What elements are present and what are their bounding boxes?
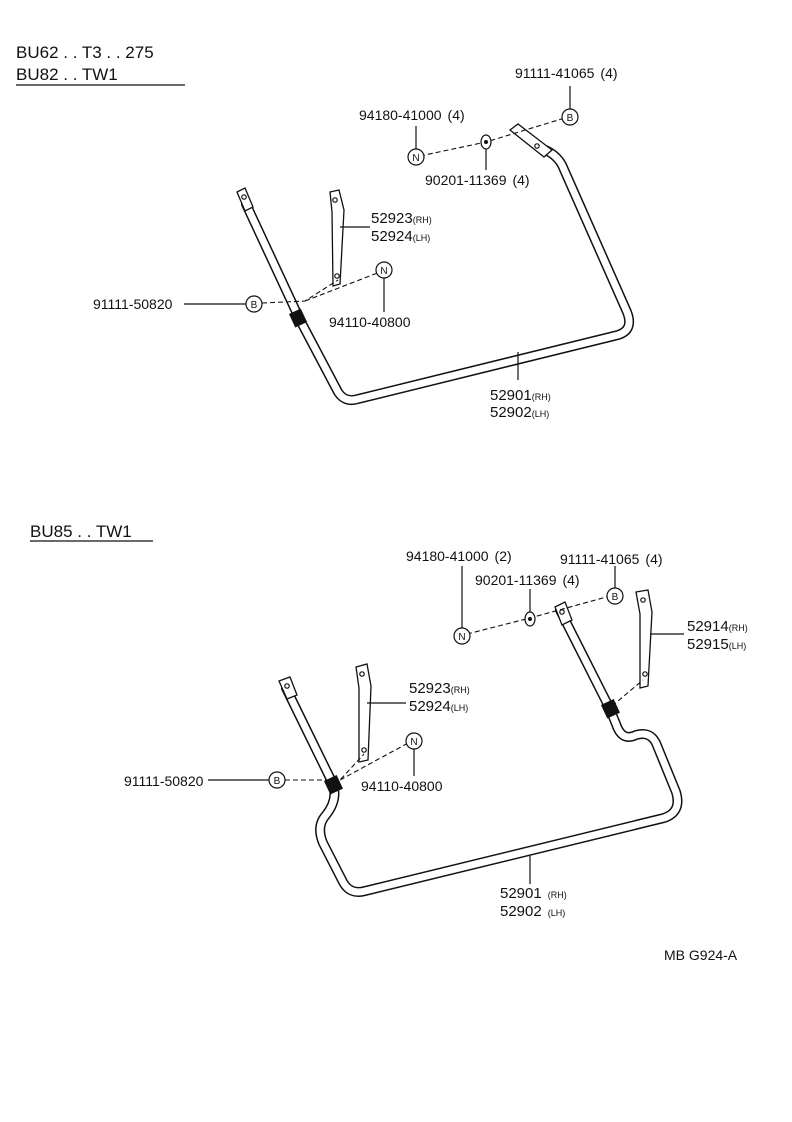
section-2-bracket-left [355,663,372,763]
section-2-side-bar [278,601,683,897]
svg-text:N: N [412,153,419,164]
svg-text:B: B [612,592,619,603]
section-1-label-bracket-rh: 52923(RH) [371,210,432,227]
section-2-nut-side-symbol: N [405,732,423,750]
section-2-label-nut-top: 94180-41000(2) [406,548,512,564]
svg-text:B: B [567,113,574,124]
section-1-washer [480,134,492,150]
svg-text:B: B [251,300,258,311]
section-2-label-nut-side: 94110-40800 [361,778,443,794]
section-1-side-bar [236,123,635,406]
section-2-label-bar-rh: 52901(RH) [500,885,567,902]
svg-text:B: B [274,776,281,787]
section-2: BU85 . . TW1 [30,522,748,920]
section-2-fastener-paths [285,595,644,781]
section-1-bolt-side-symbol: B [245,295,263,313]
section-1-bolt-top-symbol: B [561,108,579,126]
section-1-label-nut-side: 94110-40800 [329,314,411,330]
section-1-nut-top-symbol: N [407,148,425,166]
section-2-label-bolt-top: 91111-41065(4) [560,551,663,567]
section-1-label-bolt-side: 91111-50820 [93,296,173,312]
section-2-nut-top-symbol: N [453,627,471,645]
section-2-bolt-top-symbol: B [606,587,624,605]
section-2-washer [524,611,536,627]
section-2-bolt-side-symbol: B [268,771,286,789]
section-1-label-bracket-lh: 52924(LH) [371,228,430,245]
section-2-label-bracket-right-rh: 52914(RH) [687,618,748,635]
section-2-bracket-right [635,589,653,689]
section-1-label-bar-rh: 52901(RH) [490,387,551,404]
section-2-label-washer-top: 90201-11369(4) [475,572,580,588]
section-2-leader-lines [208,566,684,884]
section-1: BU62 . . T3 . . 275 BU82 . . TW1 [16,43,635,421]
section-2-model-line-1: BU85 . . TW1 [30,522,132,541]
section-1-bracket [329,189,345,287]
section-2-label-bar-lh: 52902(LH) [500,903,565,920]
section-2-label-bracket-lh: 52924(LH) [409,698,468,715]
section-1-model-line-1: BU62 . . T3 . . 275 [16,43,154,62]
section-2-label-bracket-right-lh: 52915(LH) [687,636,746,653]
svg-text:N: N [458,632,465,643]
section-1-model-line-2: BU82 . . TW1 [16,65,118,84]
svg-text:N: N [410,737,417,748]
section-2-label-bolt-side: 91111-50820 [124,773,204,789]
section-1-label-bolt-top: 91111-41065(4) [515,65,618,81]
section-1-nut-side-symbol: N [375,261,393,279]
section-1-leader-lines [184,86,571,380]
svg-text:N: N [380,266,387,277]
section-1-label-washer-top: 90201-11369(4) [425,172,530,188]
section-1-label-nut-top: 94180-41000(4) [359,107,465,123]
section-1-fastener-paths [261,116,569,304]
section-1-label-bar-lh: 52902(LH) [490,404,549,421]
figure-reference: MB G924-A [664,947,738,963]
section-2-label-bracket-rh: 52923(RH) [409,680,470,697]
